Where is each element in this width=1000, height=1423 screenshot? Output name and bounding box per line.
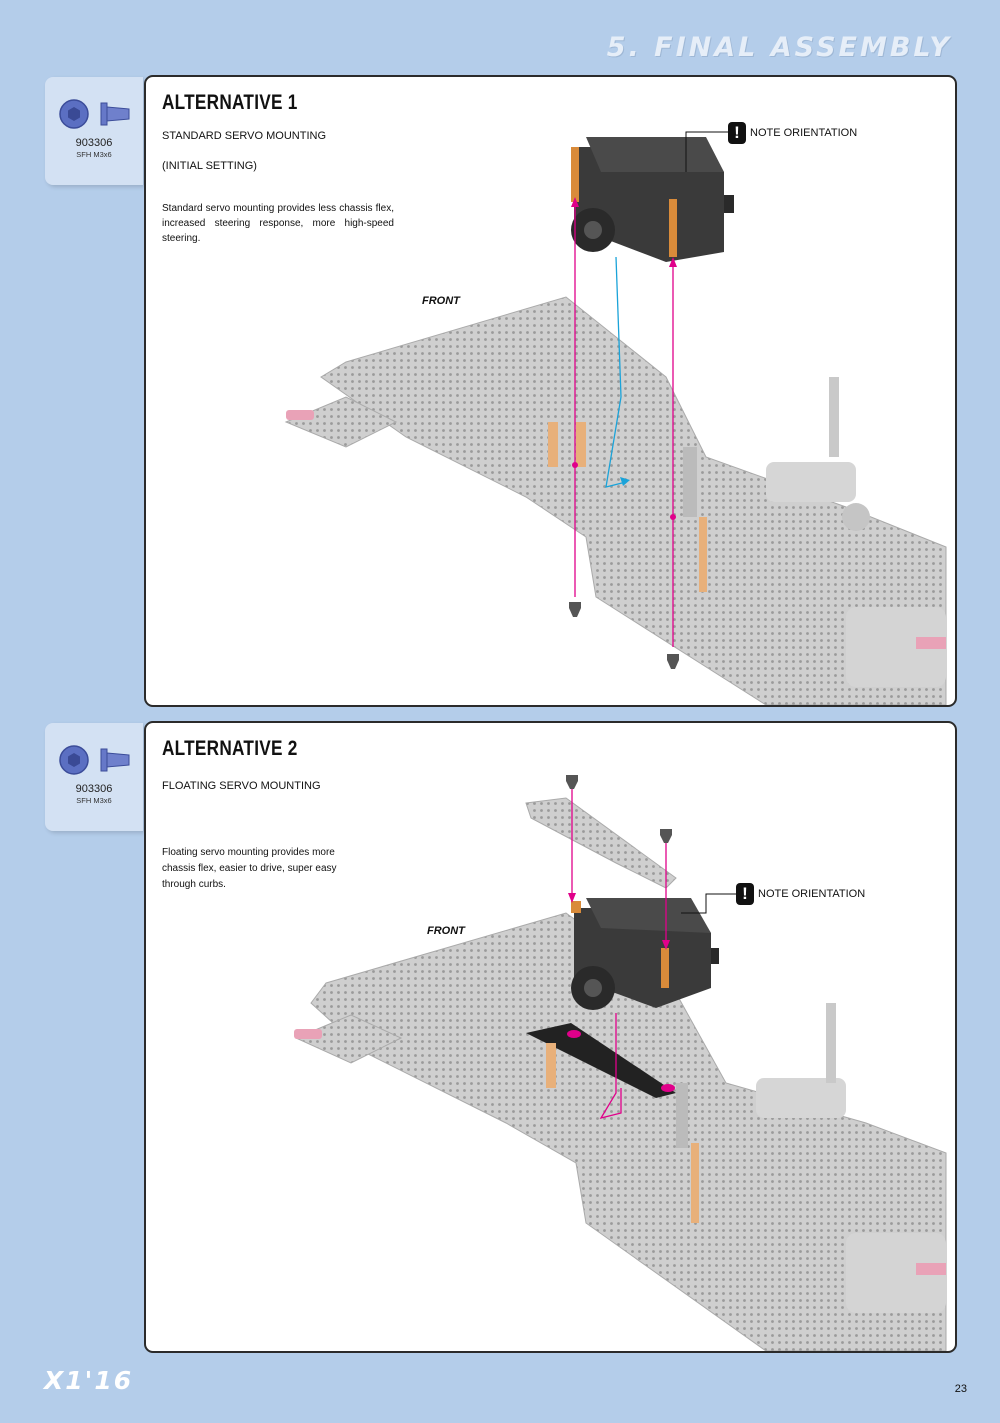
description: Standard servo mounting provides less ch… [162,203,394,244]
servo-brace [525,797,677,889]
assembly-diagram [294,775,947,1351]
screw-icon [59,99,130,129]
panel-title: ALTERNATIVE 1 [162,91,298,114]
warning-icon: ! [736,883,754,905]
front-label: FRONT [422,295,460,307]
panel-title: ALTERNATIVE 2 [162,737,298,760]
front-arm [284,396,398,448]
flex-plate [526,1023,676,1098]
front-arm [294,1014,403,1064]
alternative-2-panel: ALTERNATIVE 2 FLOATING SERVO MOUNTING Fl… [144,721,957,1353]
note-text: NOTE ORIENTATION [758,887,866,900]
section-title: 5. FINAL ASSEMBLY [606,32,952,63]
part-description: SFH M3x6 [76,150,112,159]
setting-label: (INITIAL SETTING) [162,160,257,172]
description: Floating servo mounting provides more ch… [162,847,337,890]
assembly-diagram [284,131,947,705]
panel-subtitle: FLOATING SERVO MOUNTING [162,780,321,792]
part-number: 903306 [75,783,113,795]
part-number: 903306 [75,137,113,149]
screw-icon [59,745,130,775]
page-number: 23 [954,1383,967,1395]
warning-icon: ! [728,122,746,144]
servo [571,137,734,262]
part-box: 903306 SFH M3x6 [45,723,143,831]
part-description: SFH M3x6 [76,796,112,805]
servo [571,898,719,1010]
note-orientation: ! NOTE ORIENTATION [736,883,865,905]
brand-logo: X1'16 [44,1366,134,1395]
front-label: FRONT [427,925,465,937]
part-box: 903306 SFH M3x6 [45,77,143,185]
alternative-1-panel: ALTERNATIVE 1 STANDARD SERVO MOUNTING (I… [144,75,957,707]
note-text: NOTE ORIENTATION [750,126,858,139]
note-orientation: ! NOTE ORIENTATION [728,122,857,144]
chassis-plate [310,912,947,1351]
panel-subtitle: STANDARD SERVO MOUNTING [162,130,326,142]
